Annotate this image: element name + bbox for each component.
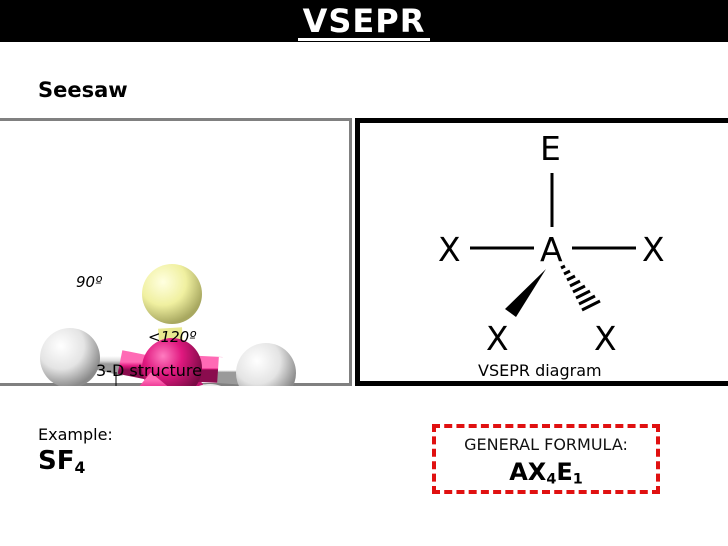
general-formula: AX4E1 bbox=[436, 458, 656, 488]
label-lower-right-X: X bbox=[594, 319, 617, 358]
general-formula-label: GENERAL FORMULA: bbox=[464, 435, 628, 454]
example-formula-main: SF bbox=[38, 446, 75, 476]
structure-panel: 90º <120º 3-D structure bbox=[0, 118, 352, 386]
general-formula-part1: AX bbox=[509, 458, 547, 486]
label-A: A bbox=[540, 230, 563, 269]
example-formula-subscript: 4 bbox=[74, 458, 86, 477]
ligand-left bbox=[40, 328, 100, 386]
structure-caption: 3-D structure bbox=[96, 361, 202, 380]
right-angle-marker bbox=[115, 372, 117, 386]
example-label: Example: bbox=[38, 425, 113, 444]
bond-front-left-pink bbox=[139, 372, 168, 386]
diagram-panel: E A X X X X VSEPR diagram bbox=[355, 118, 728, 386]
central-atom-sphere bbox=[142, 338, 202, 386]
general-formula-box: GENERAL FORMULA: AX4E1 bbox=[432, 424, 660, 494]
lone-pair-sphere bbox=[142, 264, 202, 324]
general-formula-sub1: 4 bbox=[546, 471, 557, 488]
general-formula-part2: E bbox=[556, 458, 573, 486]
ligand-back-right bbox=[198, 384, 222, 386]
wedge-bond bbox=[505, 269, 546, 317]
label-lower-left-X: X bbox=[486, 319, 509, 358]
angle-label-90: 90º bbox=[76, 273, 103, 291]
page-title: VSEPR bbox=[302, 2, 426, 40]
diagram-caption: VSEPR diagram bbox=[478, 361, 602, 380]
shape-name: Seesaw bbox=[38, 78, 128, 102]
angle-label-120: <120º bbox=[148, 328, 197, 346]
title-underline bbox=[298, 38, 430, 41]
label-right-X: X bbox=[642, 230, 665, 269]
label-E: E bbox=[540, 129, 561, 168]
molecule-3d-model bbox=[40, 264, 296, 386]
title-bar bbox=[0, 0, 728, 42]
label-left-X: X bbox=[438, 230, 461, 269]
general-formula-sub2: 1 bbox=[572, 471, 583, 488]
example-formula: SF4 bbox=[38, 446, 85, 477]
vsepr-diagram bbox=[470, 173, 636, 317]
hashed-bond bbox=[560, 264, 601, 312]
ligand-right bbox=[236, 343, 296, 386]
